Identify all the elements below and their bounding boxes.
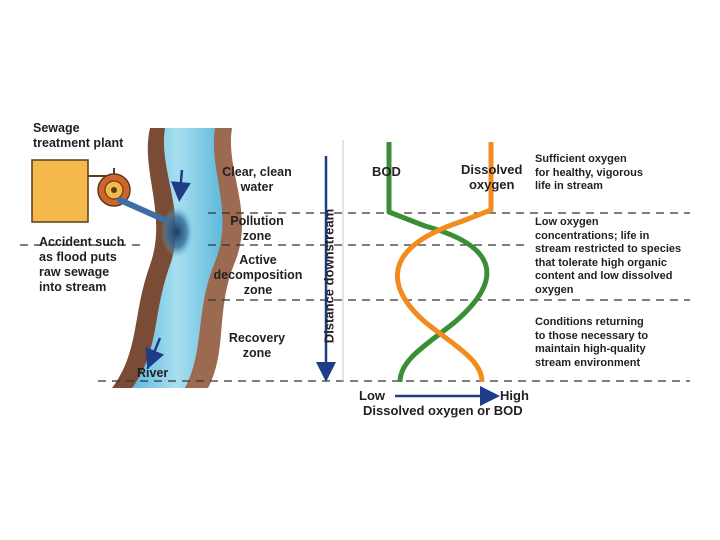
river-label: River (137, 366, 168, 381)
note-low-oxygen: Low oxygen concentrations; life in strea… (535, 216, 681, 297)
x-axis-title: Dissolved oxygen or BOD (363, 403, 523, 418)
oxygen-label: Dissolved oxygen (461, 162, 522, 192)
pollution-plume (161, 206, 193, 258)
x-axis-high-label: High (500, 388, 529, 403)
zone-label-clean: Clear, clean water (212, 165, 302, 195)
x-axis-low-label: Low (359, 388, 385, 403)
bod-label: BOD (372, 164, 401, 179)
note-sufficient-oxygen: Sufficient oxygen for healthy, vigorous … (535, 153, 643, 194)
note-conditions-returning: Conditions returning to those necessary … (535, 316, 648, 370)
zone-label-recovery: Recovery zone (212, 331, 302, 361)
accident-label: Accident such as flood puts raw sewage i… (39, 235, 124, 295)
plant-label: Sewage treatment plant (33, 121, 123, 151)
zone-label-decomposition: Active decomposition zone (204, 253, 312, 298)
zone-label-pollution: Pollution zone (212, 214, 302, 244)
treatment-plant-building (32, 160, 88, 222)
